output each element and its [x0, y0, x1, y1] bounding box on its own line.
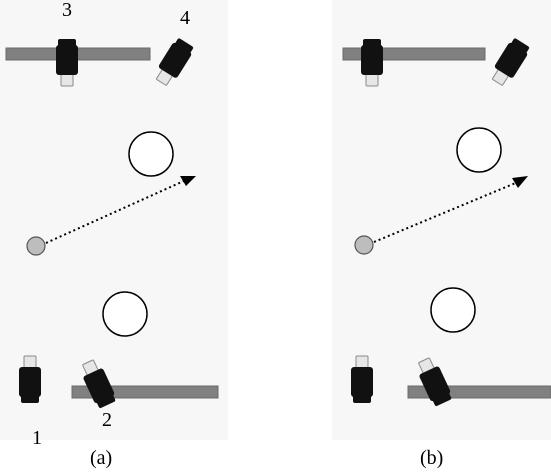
panel-b: (b)	[332, 0, 551, 469]
arrowhead	[512, 176, 528, 188]
camera-4-label: 4	[180, 7, 190, 29]
obstacle-upper	[456, 127, 502, 173]
trajectory-arrow	[373, 181, 519, 243]
trajectory-arrow	[45, 179, 187, 244]
obstacle-lower	[430, 287, 476, 333]
obstacle-upper	[128, 131, 174, 177]
panel-a: 3 4 2 1 (a)	[0, 0, 228, 469]
camera-1-label: 1	[32, 427, 42, 449]
obstacle-lower	[102, 291, 148, 337]
ball	[354, 235, 374, 255]
camera-2-label: 2	[102, 409, 112, 431]
panel-b-caption: (b)	[420, 447, 443, 469]
camera-3-label: 3	[62, 0, 72, 21]
arrowhead	[180, 176, 196, 186]
panel-a-background	[0, 0, 228, 440]
ball	[26, 236, 46, 256]
panel-a-caption: (a)	[90, 447, 112, 469]
